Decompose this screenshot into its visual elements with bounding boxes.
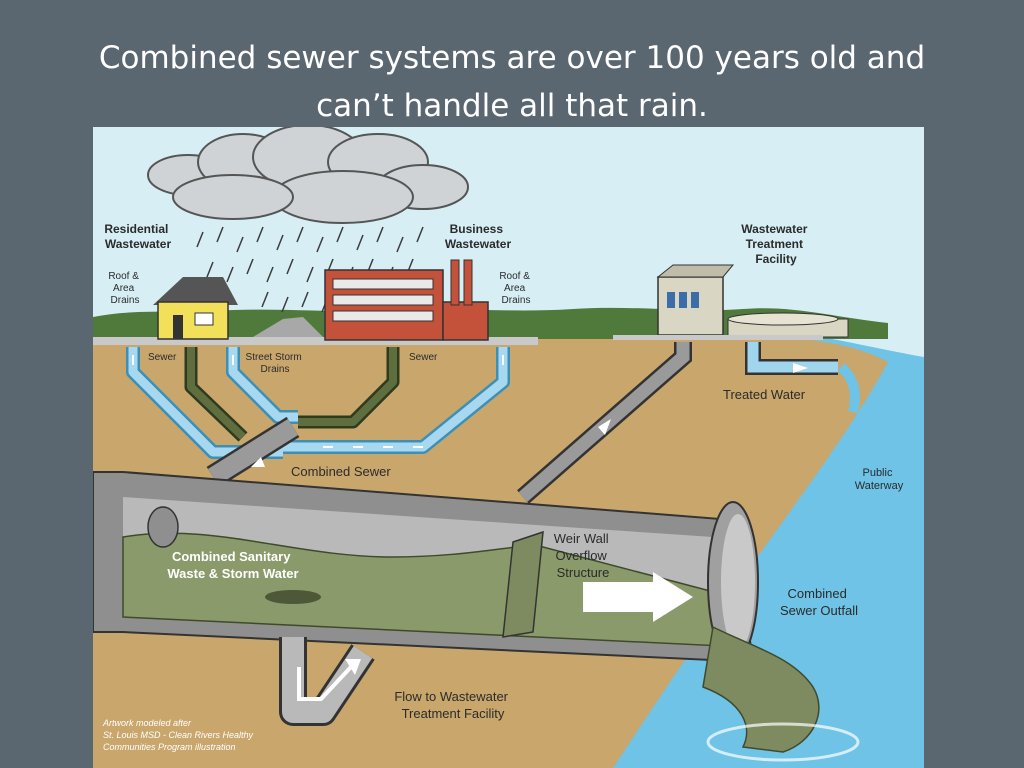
slide-title: Combined sewer systems are over 100 year… <box>60 34 964 130</box>
label-street-storm: Street Storm Drains <box>246 352 305 375</box>
illustration-svg: Residential Wastewater Roof & Area Drain… <box>93 127 924 768</box>
label-treated-water: Treated Water <box>723 387 806 402</box>
label-weir: Weir Wall Overflow Structure <box>554 531 613 580</box>
sewer-illustration: Residential Wastewater Roof & Area Drain… <box>93 127 924 768</box>
label-roof-right: Roof & Area Drains <box>499 271 532 306</box>
interceptor-pipe <box>93 471 759 664</box>
label-flow-to: Flow to Wastewater Treatment Facility <box>394 689 511 721</box>
label-public-waterway: Public Waterway <box>855 467 904 492</box>
flow-arrows <box>251 363 808 622</box>
label-treatment-facility: Wastewater Treatment Facility <box>741 222 811 266</box>
label-sewer-left: Sewer <box>148 352 177 363</box>
street-hump <box>253 317 323 337</box>
factory <box>324 259 489 341</box>
label-combined-sanitary: Combined Sanitary Waste & Storm Water <box>167 549 298 581</box>
weir-wall <box>502 530 544 638</box>
label-credit: Artwork modeled after St. Louis MSD - Cl… <box>102 718 256 752</box>
label-residential: Residential Wastewater <box>104 222 171 251</box>
label-combined-sewer: Combined Sewer <box>291 464 391 479</box>
label-business: Business Wastewater <box>445 222 512 251</box>
label-sewer-right: Sewer <box>409 352 438 363</box>
label-outfall: Combined Sewer Outfall <box>780 586 858 618</box>
street-surface <box>93 337 538 345</box>
title-line-2: can’t handle all that rain. <box>316 88 708 124</box>
pipe-arrow-marks <box>132 355 504 448</box>
treatment-facility <box>613 264 849 340</box>
house <box>153 277 238 340</box>
title-line-1: Combined sewer systems are over 100 year… <box>98 40 926 76</box>
label-roof-left: Roof & Area Drains <box>108 271 141 306</box>
storm-cloud <box>147 127 469 224</box>
